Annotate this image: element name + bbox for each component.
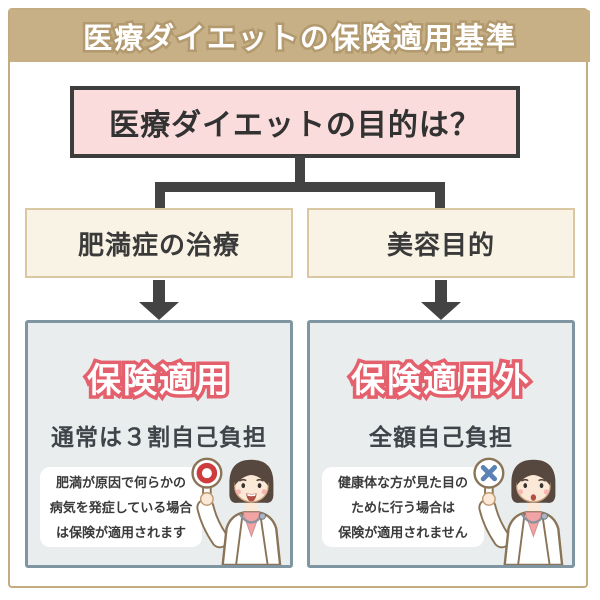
speech-bubble: 健康体な方が見た目の ために行う場合は 保険が適用されません <box>322 467 489 547</box>
bubble-line: 保険が適用されません <box>338 524 468 540</box>
connector-horizontal-bar <box>155 182 445 192</box>
down-arrow-icon <box>421 280 461 320</box>
panel-insurance-covered: 保険適用 通常は３割自己負担 肥満が原因で何らかの 病気を発症している場合 は保… <box>25 320 293 568</box>
bubble-line: は保険が適用されます <box>55 524 186 540</box>
page-title: 医療ダイエットの保険適用基準 <box>83 15 517 57</box>
down-arrow-head <box>421 302 461 320</box>
connector-stem-top <box>295 156 305 184</box>
question-box: 医療ダイエットの目的は？ <box>70 86 520 158</box>
down-arrow-icon <box>139 280 179 320</box>
panel-not-covered-subtitle: 全額自己負担 <box>369 424 513 450</box>
ng-paddle-icon <box>480 465 498 482</box>
connector-stem-left <box>155 182 165 209</box>
question-text: 医療ダイエットの目的は？ <box>109 109 481 142</box>
ok-paddle-icon <box>196 462 218 484</box>
panel-insurance-not-covered: 保険適用外 全額自己負担 健康体な方が見た目の ために行う場合は 保険が適用され… <box>307 320 575 568</box>
speech-bubble: 肥満が原因で何らかの 病気を発症している場合 は保険が適用されます <box>40 467 207 547</box>
doctor-illustration <box>473 457 564 565</box>
down-arrow-head <box>139 302 179 320</box>
down-arrow-stem <box>435 280 447 304</box>
bubble-line: 病気を発症している場合 <box>49 499 193 515</box>
panel-covered-subtitle: 通常は３割自己負担 <box>51 424 267 450</box>
branch-obesity-treatment: 肥満症の治療 <box>25 208 293 278</box>
branch-obesity-label: 肥満症の治療 <box>77 229 240 260</box>
bubble-line: 健康体な方が見た目の <box>337 474 468 490</box>
branch-cosmetic-purpose: 美容目的 <box>307 208 575 278</box>
outer-frame <box>8 8 588 588</box>
connector-stem-right <box>435 182 445 209</box>
down-arrow-stem <box>153 280 165 304</box>
panel-not-covered-title: 保険適用外 <box>310 353 572 402</box>
bubble-line: 肥満が原因で何らかの <box>55 474 186 490</box>
bubble-line: ために行う場合は <box>350 499 455 515</box>
banner: 医療ダイエットの保険適用基準 <box>10 10 590 62</box>
branch-cosmetic-label: 美容目的 <box>386 229 495 260</box>
doctor-illustration <box>191 457 282 565</box>
panel-covered-title: 保険適用 <box>28 353 290 402</box>
